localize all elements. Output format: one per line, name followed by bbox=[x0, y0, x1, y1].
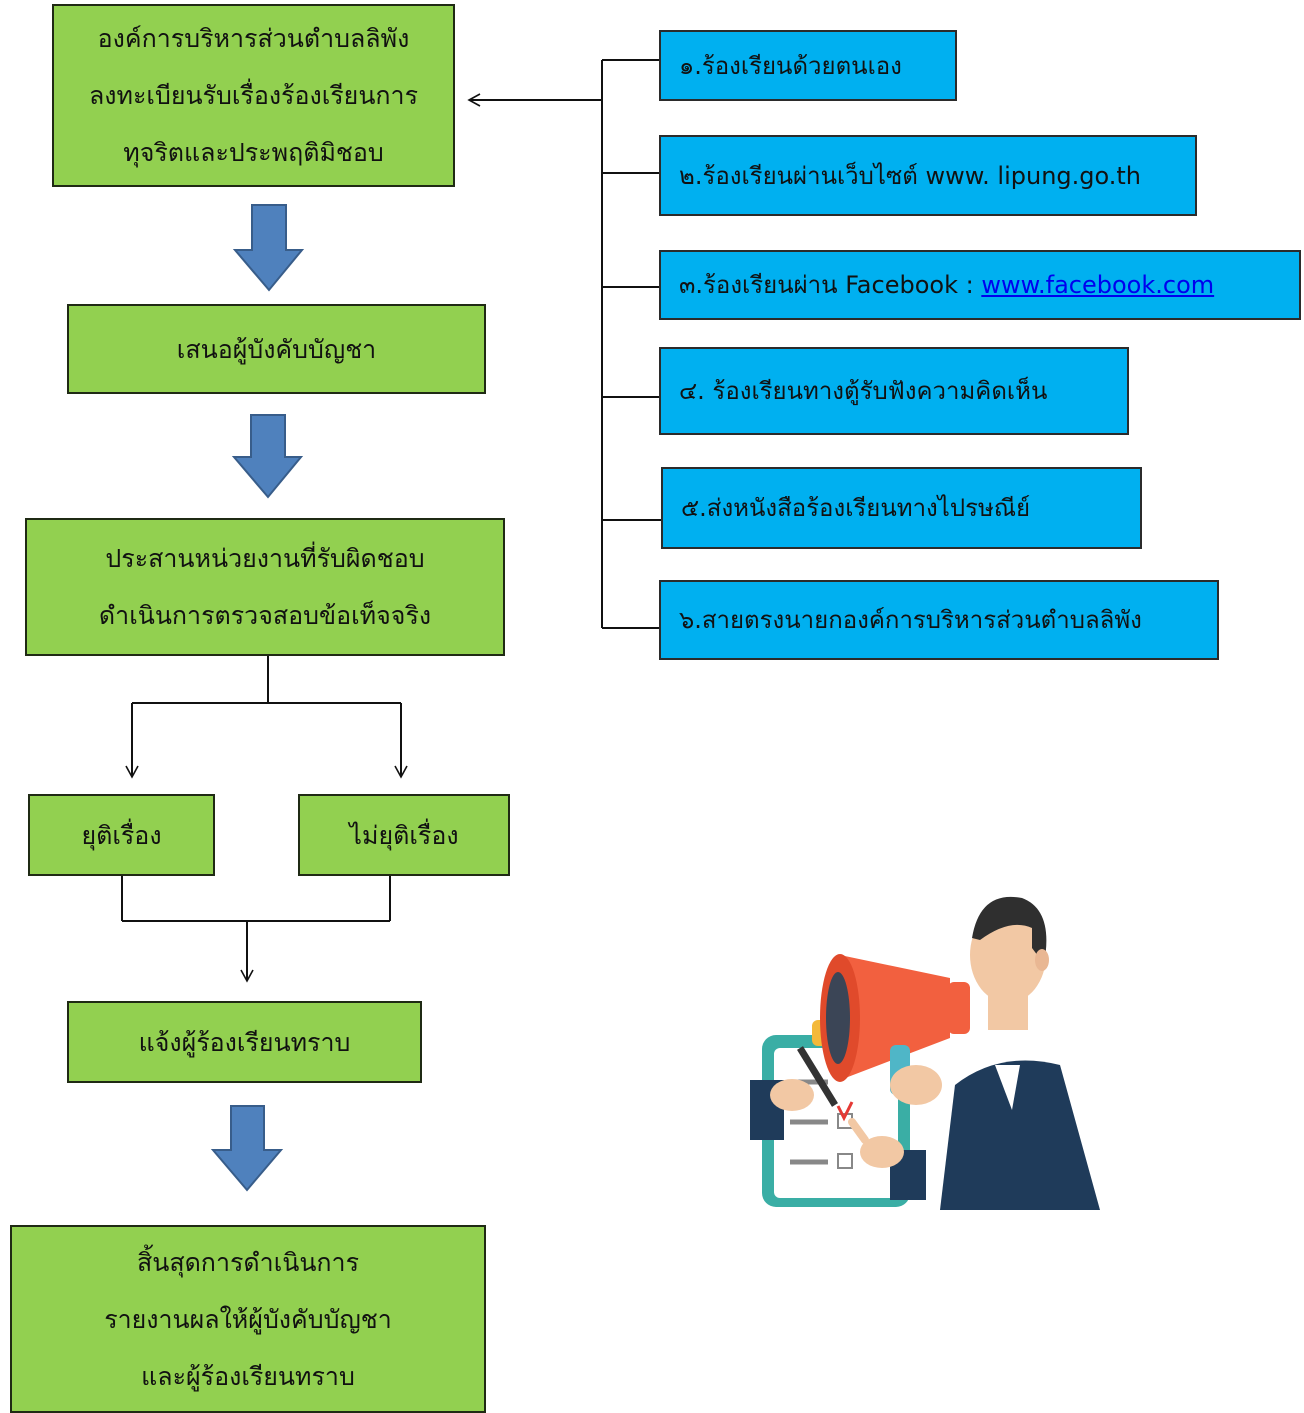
channel-3: ๓.ร้องเรียนผ่าน Facebook : www.facebook.… bbox=[659, 250, 1301, 320]
channel-6: ๖.สายตรงนายกองค์การบริหารส่วนตำบลลิพัง bbox=[659, 580, 1219, 660]
facebook-link[interactable]: www.facebook.com bbox=[981, 271, 1215, 299]
end-box: สิ้นสุดการดำเนินการ รายงานผลให้ผู้บังคับ… bbox=[10, 1225, 486, 1413]
receive-line-3: ทุจริตและประพฤติมิชอบ bbox=[123, 138, 384, 167]
megaphone-announcer-icon bbox=[750, 896, 1100, 1210]
channel-4: ๔. ร้องเรียนทางตู้รับฟังความคิดเห็น bbox=[659, 347, 1129, 435]
receive-line-1: องค์การบริหารส่วนตำบลลิพัง bbox=[97, 24, 410, 53]
end-line-2: รายงานผลให้ผู้บังคับบัญชา bbox=[104, 1304, 392, 1334]
channel-2-text: ๒.ร้องเรียนผ่านเว็บไซต์ www. lipung.go.t… bbox=[679, 161, 1142, 190]
down-arrow-1 bbox=[232, 204, 305, 292]
channel-3-text: ๓.ร้องเรียนผ่าน Facebook : www.facebook.… bbox=[679, 269, 1214, 301]
down-arrow-2 bbox=[231, 414, 304, 499]
pointing-hand-icon bbox=[848, 1118, 926, 1200]
outcome-merge bbox=[121, 876, 391, 983]
receive-box: องค์การบริหารส่วนตำบลลิพัง ลงทะเบียนรับเ… bbox=[52, 4, 455, 187]
notify-text: แจ้งผู้ร้องเรียนทราบ bbox=[138, 1027, 351, 1057]
channel-1-text: ๑.ร้องเรียนด้วยตนเอง bbox=[679, 51, 902, 80]
channel-4-text: ๔. ร้องเรียนทางตู้รับฟังความคิดเห็น bbox=[679, 377, 1048, 405]
end-line-3: และผู้ร้องเรียนทราบ bbox=[141, 1361, 355, 1391]
outcome-split bbox=[125, 656, 408, 779]
notify-box: แจ้งผู้ร้องเรียนทราบ bbox=[67, 1001, 422, 1083]
resolved-text: ยุติเรื่อง bbox=[81, 820, 162, 850]
coordinate-line-2: ดำเนินการตรวจสอบข้อเท็จจริง bbox=[98, 601, 432, 630]
propose-box: เสนอผู้บังคับบัญชา bbox=[67, 304, 486, 394]
coordinate-box: ประสานหน่วยงานที่รับผิดชอบ ดำเนินการตรวจ… bbox=[25, 518, 505, 656]
coordinate-line-1: ประสานหน่วยงานที่รับผิดชอบ bbox=[105, 544, 425, 573]
megaphone-icon bbox=[820, 954, 970, 1105]
end-line-1: สิ้นสุดการดำเนินการ bbox=[136, 1247, 360, 1277]
channel-5-text: ๕.ส่งหนังสือร้องเรียนทางไปรษณีย์ bbox=[681, 494, 1031, 522]
channel-2: ๒.ร้องเรียนผ่านเว็บไซต์ www. lipung.go.t… bbox=[659, 135, 1197, 216]
not-resolved-text: ไม่ยุติเรื่อง bbox=[349, 820, 459, 850]
resolved-box: ยุติเรื่อง bbox=[28, 794, 215, 876]
channel-1: ๑.ร้องเรียนด้วยตนเอง bbox=[659, 30, 957, 101]
down-arrow-3 bbox=[210, 1105, 284, 1192]
receive-line-2: ลงทะเบียนรับเรื่องร้องเรียนการ bbox=[88, 81, 419, 110]
channel-6-text: ๖.สายตรงนายกองค์การบริหารส่วนตำบลลิพัง bbox=[679, 606, 1142, 634]
propose-text: เสนอผู้บังคับบัญชา bbox=[176, 334, 377, 364]
channel-3-label: ๓.ร้องเรียนผ่าน Facebook : bbox=[679, 271, 982, 299]
person-icon bbox=[940, 896, 1100, 1210]
not-resolved-box: ไม่ยุติเรื่อง bbox=[298, 794, 510, 876]
pen-hand-icon bbox=[750, 1046, 838, 1140]
channel-5: ๕.ส่งหนังสือร้องเรียนทางไปรษณีย์ bbox=[661, 467, 1142, 549]
